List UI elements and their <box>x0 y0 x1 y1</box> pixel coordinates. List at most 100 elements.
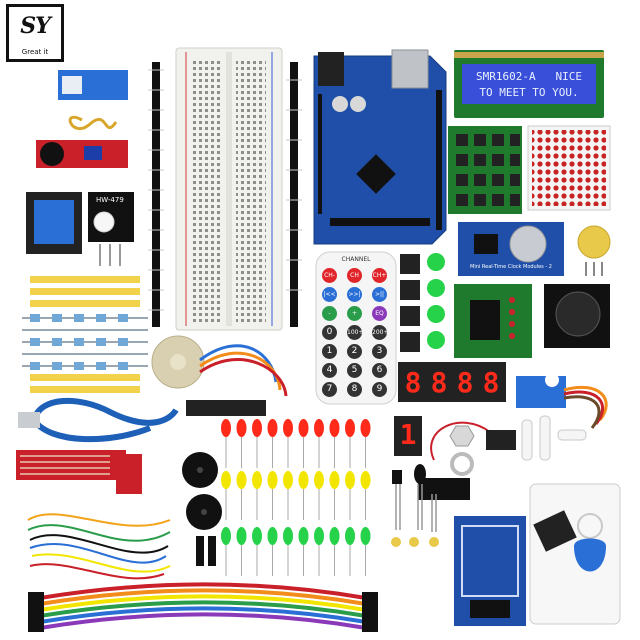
remote-key-2: 2 <box>347 344 362 359</box>
remote-key-minus: - <box>322 306 337 321</box>
remote-header: CHANNEL <box>341 256 371 263</box>
led <box>283 471 293 489</box>
led <box>252 527 262 545</box>
led <box>329 527 340 545</box>
stepper-wire-orange <box>199 351 282 391</box>
humidity-sensor-module <box>58 70 128 100</box>
brand-logo-tagline: Great it <box>21 48 49 56</box>
nut-and-washer <box>449 425 475 476</box>
remote-key-8: 8 <box>347 382 362 397</box>
led <box>345 471 355 489</box>
remote-key-ch-minus: CH- <box>322 268 337 283</box>
led <box>221 527 231 545</box>
pin-header-right <box>286 62 302 327</box>
jumper-wire-bundle <box>27 513 171 580</box>
lcd-line-2: TO MEET TO YOU. <box>479 86 579 99</box>
lcd-screen: SMR1602-A NICE TO MEET TO YOU. <box>462 68 596 104</box>
led <box>283 419 293 437</box>
led <box>314 471 324 489</box>
seven-segment-single-display <box>394 416 422 456</box>
remote-key-next: >>| <box>347 287 362 302</box>
rtc-module-label: Mini Real-Time Clock Modules - 2 <box>470 264 552 270</box>
seven-segment-4digit-display <box>398 362 506 402</box>
remote-keypad: CH- CH CH+ |<< >>| >|| - + EQ 0 100+ 200… <box>316 266 396 397</box>
led <box>298 471 309 489</box>
led <box>236 419 247 437</box>
buzzer-icon <box>182 452 222 530</box>
led <box>360 419 371 437</box>
green-led-row <box>221 527 371 576</box>
tilt-switches <box>196 536 216 566</box>
servo-horns <box>521 415 587 461</box>
breadboard <box>175 47 283 331</box>
rfid-reader-module <box>454 516 526 626</box>
red-led-row <box>221 419 371 468</box>
remote-key-100: 100+ <box>347 325 363 340</box>
remote-key-6: 6 <box>372 363 387 378</box>
led <box>252 471 262 489</box>
resistor-strips <box>22 276 148 393</box>
joystick-module <box>544 284 610 348</box>
led <box>329 471 340 489</box>
led <box>298 419 309 437</box>
pin-header-left <box>148 62 164 327</box>
driver-ic-chip <box>186 400 266 416</box>
seg-digit-4: 8 <box>482 365 500 399</box>
rgb-led-module <box>88 192 134 266</box>
remote-key-9: 9 <box>372 382 387 397</box>
led <box>221 419 231 437</box>
usb-cable <box>18 397 179 443</box>
seg-digit-1: 8 <box>404 365 422 399</box>
rfid-tag-icon <box>574 513 606 572</box>
sensor-module-label: HW-479 <box>96 196 124 204</box>
remote-key-0: 0 <box>322 325 337 340</box>
led-dot-matrix <box>527 125 611 211</box>
tactile-buttons <box>400 254 420 352</box>
brand-logo-mark: SY <box>20 13 51 39</box>
led <box>360 471 371 489</box>
photoresistors <box>391 537 439 547</box>
led <box>360 527 371 545</box>
sound-sensor-module <box>36 140 128 168</box>
led <box>236 527 247 545</box>
seg-digit-3: 8 <box>456 365 474 399</box>
single-digit-readout: 1 <box>399 418 417 451</box>
arduino-uno-board <box>313 49 447 245</box>
green-button-caps <box>427 253 445 349</box>
led <box>236 471 247 489</box>
led <box>267 527 278 545</box>
remote-key-plus: + <box>347 306 362 321</box>
remote-key-3: 3 <box>372 344 387 359</box>
led <box>314 527 324 545</box>
stepper-driver-module <box>454 284 532 358</box>
ir-receiver-and-transistors <box>392 464 440 532</box>
yellow-led-row <box>221 471 371 520</box>
dupont-ribbon-cable <box>28 582 378 632</box>
led <box>252 419 262 437</box>
led <box>221 471 231 489</box>
remote-key-prev: |<< <box>322 287 337 302</box>
relay-module <box>26 192 82 254</box>
led <box>267 419 278 437</box>
keypad-4x4 <box>448 126 522 214</box>
potentiometer <box>577 225 611 276</box>
led <box>283 527 293 545</box>
led <box>267 471 278 489</box>
lcd1602-module <box>454 50 604 118</box>
remote-key-ch: CH <box>347 268 362 283</box>
seg-digit-2: 8 <box>430 365 448 399</box>
lcd-line-1: SMR1602-A NICE <box>476 70 582 83</box>
jumper-loop-wire <box>68 115 118 131</box>
remote-key-eq: EQ <box>372 306 387 321</box>
remote-key-200: 200+ <box>372 325 388 340</box>
remote-key-1: 1 <box>322 344 337 359</box>
led <box>345 527 355 545</box>
led <box>345 419 355 437</box>
servo-motor <box>516 373 608 429</box>
led <box>298 527 309 545</box>
water-level-sensor <box>16 450 142 494</box>
led <box>314 419 324 437</box>
remote-key-7: 7 <box>322 382 337 397</box>
remote-key-ch-plus: CH+ <box>372 268 387 283</box>
